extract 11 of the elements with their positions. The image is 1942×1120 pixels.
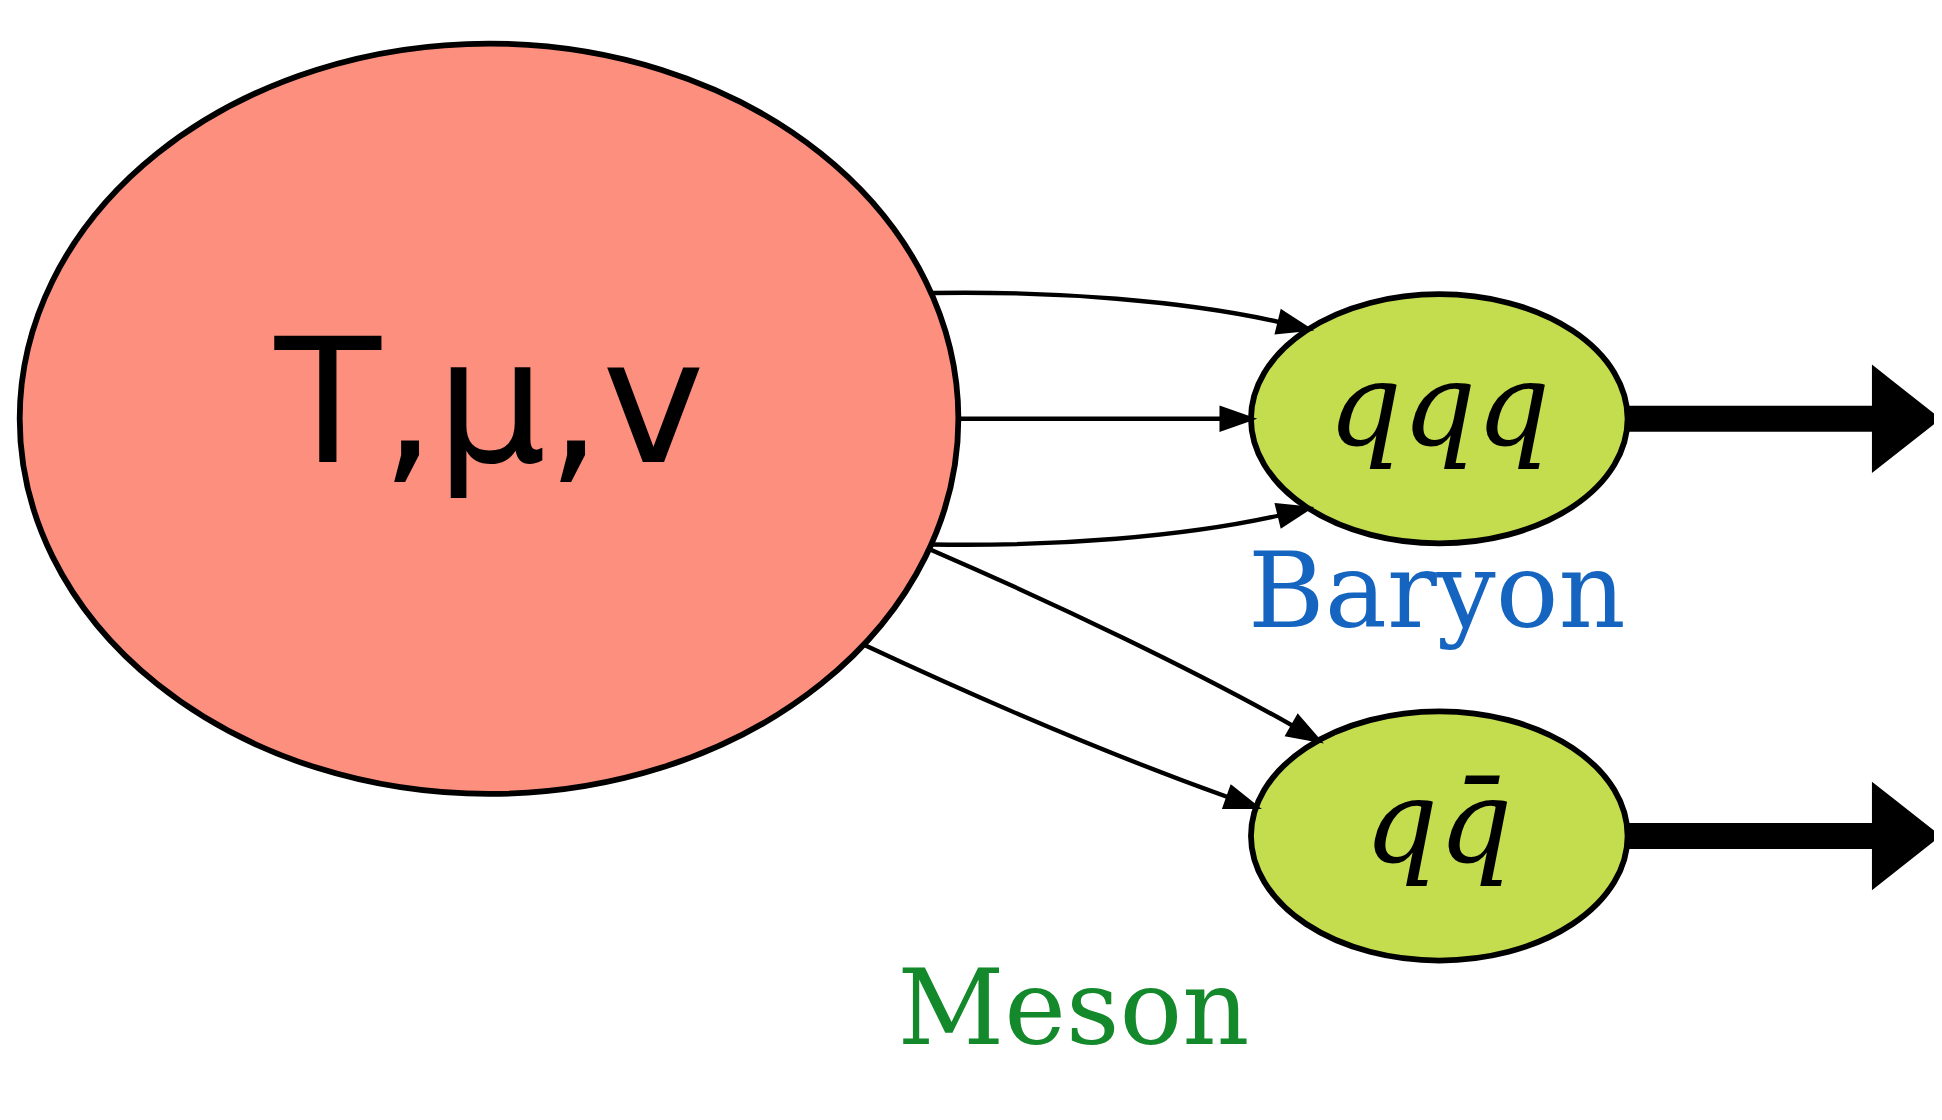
arrow bbox=[862, 642, 1262, 810]
node-ellipse: qq̄ bbox=[1248, 708, 1631, 964]
arrow bbox=[932, 503, 1315, 547]
arrow bbox=[1628, 781, 1934, 891]
arrow bbox=[932, 290, 1315, 335]
arrow bbox=[958, 405, 1258, 432]
node-ellipse: qqq bbox=[1248, 291, 1631, 547]
arrow bbox=[928, 547, 1324, 744]
node-ellipse: T,μ,v bbox=[16, 40, 962, 797]
node-label: Meson bbox=[897, 946, 1250, 1069]
arrow bbox=[1628, 364, 1934, 473]
